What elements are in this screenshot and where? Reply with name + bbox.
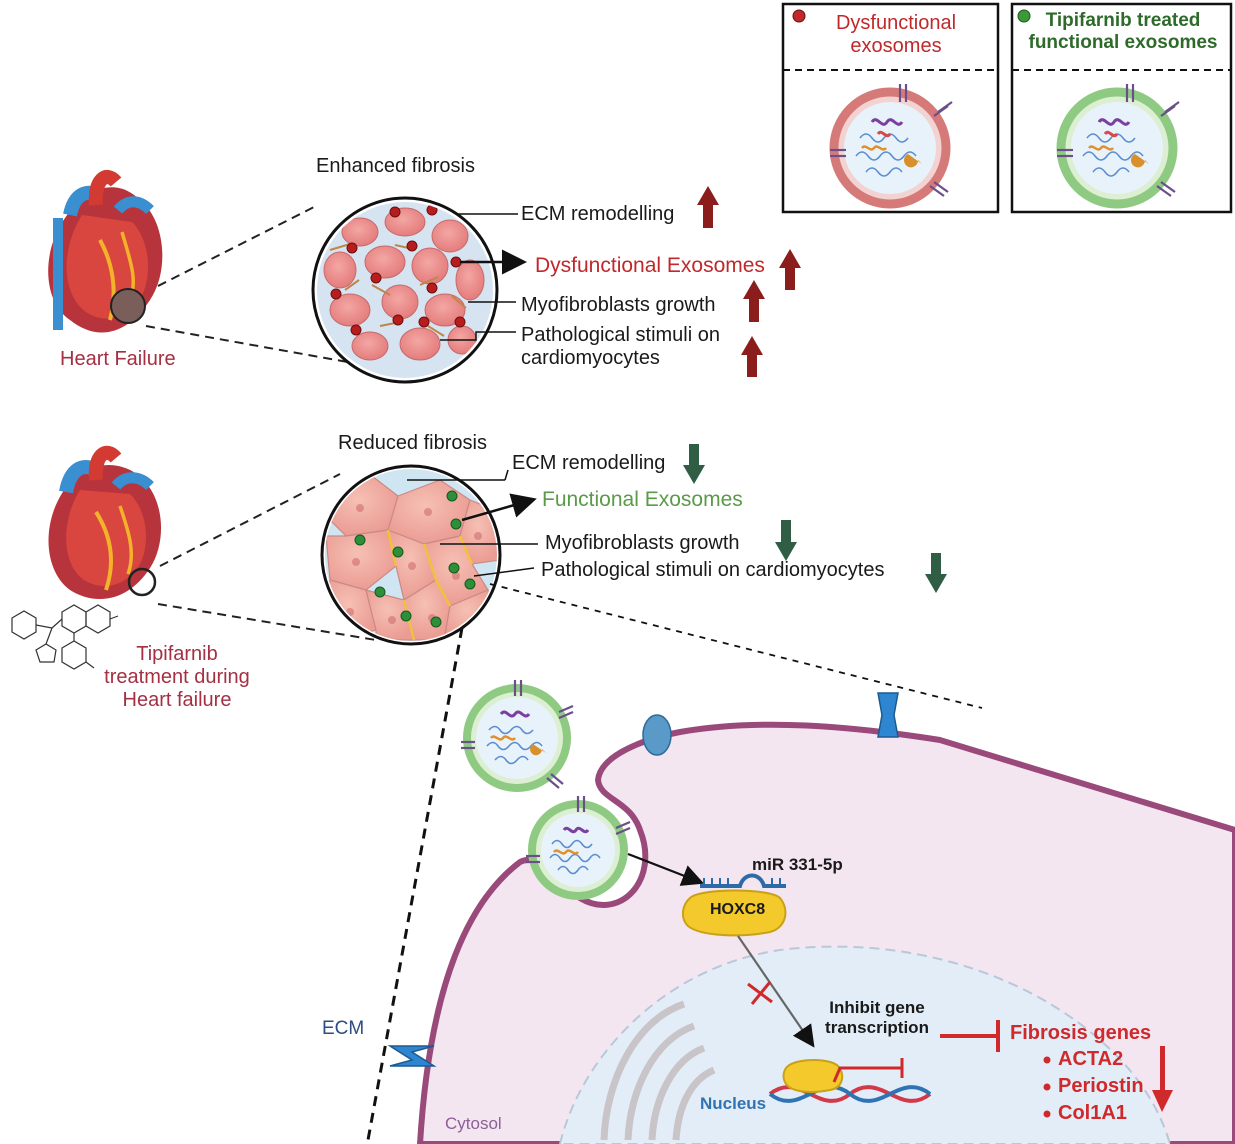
heart-treated-icon (48, 445, 162, 600)
enhanced-fibrosis-tissue (311, 196, 499, 384)
top-effect-stimuli: Pathological stimuli on cardiomyocytes (521, 324, 720, 369)
reduced-fibrosis-title: Reduced fibrosis (338, 432, 487, 454)
top-effect-ecm: ECM remodelling (521, 203, 675, 225)
mid-effect-stimuli: Pathological stimuli on cardiomyocytes (541, 559, 885, 581)
repressor-protein-icon (782, 1059, 844, 1093)
tipifarnib-label: Tipifarnib treatment during Heart failur… (104, 643, 250, 711)
fibrosis-down-arrow (1152, 1046, 1173, 1112)
dysfunctional-exosome-icon (829, 84, 953, 209)
top-effect-exosomes: Dysfunctional Exosomes (535, 254, 765, 277)
hoxc8-label: HOXC8 (710, 901, 766, 918)
legend-box-dysfunctional (781, 2, 1000, 214)
mid-effect-myofibroblasts: Myofibroblasts growth (545, 532, 740, 554)
mirna-label: miR 331-5p (752, 855, 843, 874)
legend-functional-title: Tipifarnib treated functional exosomes (1028, 10, 1218, 53)
cytosol-label: Cytosol (445, 1114, 502, 1133)
blocked-cross-icon (747, 981, 773, 1005)
functional-exosome-icon (1056, 84, 1180, 209)
nucleus-label: Nucleus (700, 1094, 767, 1113)
exosome-extracellular-icon (461, 680, 574, 792)
gene-bullets (1043, 1056, 1051, 1118)
heart-failure-label: Heart Failure (60, 348, 176, 370)
fibrosis-genes-title: Fibrosis genes (1010, 1022, 1152, 1044)
functional-legend-dot (1017, 9, 1031, 23)
inhibit-label: Inhibit gene transcription (825, 998, 929, 1037)
gene-acta2: ACTA2 (1058, 1048, 1124, 1070)
mid-effect-exosomes: Functional Exosomes (542, 488, 743, 511)
dysfunctional-legend-dot (792, 9, 806, 23)
recipient-cell (416, 721, 1235, 1144)
gene-col1a1: Col1A1 (1058, 1102, 1127, 1124)
gene-periostin: Periostin (1058, 1075, 1144, 1097)
legend-box-functional (1010, 2, 1233, 214)
top-effect-myofibroblasts: Myofibroblasts growth (521, 294, 716, 316)
tipifarnib-molecule-icon (11, 604, 119, 670)
reduced-fibrosis-tissue (320, 464, 502, 646)
ecm-label: ECM (322, 1018, 365, 1039)
exosome-internalized-icon (526, 796, 631, 900)
legend-dysfunctional-title: Dysfunctional exosomes (835, 12, 957, 57)
membrane-channels (387, 692, 899, 1067)
enhanced-fibrosis-title: Enhanced fibrosis (316, 155, 475, 177)
heart-failure-icon (48, 170, 163, 333)
up-arrows (697, 186, 801, 377)
mirna-icon (700, 873, 786, 888)
hoxc8-protein-icon (682, 889, 787, 937)
mid-effect-ecm: ECM remodelling (512, 452, 666, 474)
down-arrows (683, 444, 947, 593)
